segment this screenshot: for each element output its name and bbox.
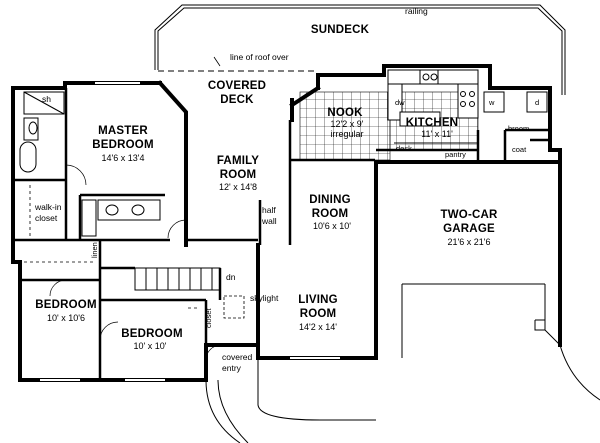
exterior-walls bbox=[11, 64, 562, 382]
walkway bbox=[205, 344, 600, 443]
dining-room-size: 10'6 x 10' bbox=[313, 221, 351, 231]
closet-shelves bbox=[24, 185, 200, 309]
dining-room-label-1: DINING bbox=[309, 194, 350, 206]
sundeck-railing bbox=[154, 4, 566, 95]
family-room-label-2: ROOM bbox=[220, 169, 257, 181]
living-room-label-1: LIVING bbox=[298, 294, 338, 306]
living-room-size: 14'2 x 14' bbox=[299, 322, 337, 332]
master-bedroom-label-2: BEDROOM bbox=[92, 139, 153, 151]
living-room-label-2: ROOM bbox=[300, 308, 337, 320]
dryer-label: d bbox=[535, 98, 539, 107]
nook-tile-floor bbox=[299, 91, 391, 161]
kitchen-label: KITCHEN bbox=[406, 117, 459, 129]
linen-label: linen bbox=[90, 242, 99, 258]
closet-label: closet bbox=[204, 307, 213, 328]
bath-fixtures bbox=[19, 91, 161, 237]
shower-label: sh bbox=[42, 94, 51, 104]
pantry-label: pantry bbox=[445, 150, 466, 159]
bedroom-left-label: BEDROOM bbox=[35, 299, 96, 311]
door-swings bbox=[49, 164, 222, 361]
master-bedroom-label-1: MASTER bbox=[98, 125, 148, 137]
nook-label: NOOK bbox=[327, 107, 363, 119]
garage-door bbox=[401, 283, 561, 358]
garage-label-2: GARAGE bbox=[443, 223, 495, 235]
nook-size-1: 12'2 x 9' bbox=[331, 119, 364, 129]
family-room-label-1: FAMILY bbox=[217, 155, 259, 167]
stair-down-label: dn bbox=[226, 272, 236, 282]
roof-line-leader bbox=[213, 56, 221, 67]
bedroom-center-size: 10' x 10' bbox=[134, 341, 167, 351]
coat-label: coat bbox=[512, 145, 527, 154]
walk-in-closet-label-1: walk-in bbox=[34, 202, 62, 212]
washer-label: w bbox=[488, 98, 495, 107]
garage-label-1: TWO-CAR bbox=[441, 209, 498, 221]
desk-label: desk bbox=[396, 144, 412, 153]
roof-line-label: line of roof over bbox=[230, 52, 289, 62]
dining-room-label-2: ROOM bbox=[312, 208, 349, 220]
covered-entry-label-1: covered bbox=[222, 352, 253, 362]
master-bedroom-size: 14'6 x 13'4 bbox=[102, 153, 145, 163]
interior-walls bbox=[13, 88, 550, 380]
kitchen-counters bbox=[387, 69, 548, 127]
family-room-size: 12' x 14'8 bbox=[219, 182, 257, 192]
dishwasher-label: dw bbox=[395, 98, 405, 107]
railing-label: railing bbox=[405, 6, 428, 16]
covered-entry-label-2: entry bbox=[222, 363, 242, 373]
nook-size-2: irregular bbox=[330, 129, 363, 139]
covered-deck-label-1: COVERED bbox=[208, 80, 266, 92]
broom-label: broom bbox=[508, 124, 529, 133]
covered-deck-label-2: DECK bbox=[220, 94, 254, 106]
half-wall-label-2: wall bbox=[261, 216, 277, 226]
bedroom-left-size: 10' x 10'6 bbox=[47, 313, 85, 323]
windows bbox=[40, 82, 340, 381]
sundeck-label: SUNDECK bbox=[311, 24, 370, 36]
kitchen-size: 11' x 11' bbox=[421, 129, 453, 139]
garage-size: 21'6 x 21'6 bbox=[448, 237, 491, 247]
skylight-label: skylight bbox=[250, 293, 279, 303]
skylight bbox=[223, 295, 245, 319]
stairs bbox=[134, 267, 221, 291]
half-wall-label-1: half bbox=[262, 205, 276, 215]
bedroom-center-label: BEDROOM bbox=[121, 328, 182, 340]
walk-in-closet-label-2: closet bbox=[35, 213, 58, 223]
